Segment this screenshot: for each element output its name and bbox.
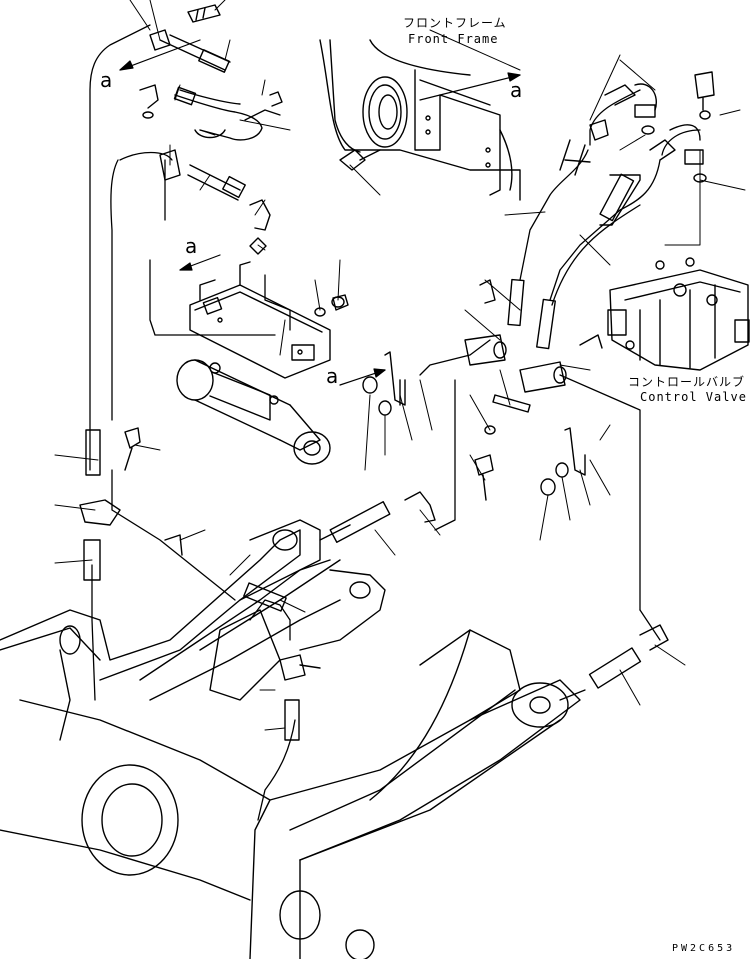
hose-lines (90, 25, 700, 820)
control-valve-label-en: Control Valve (640, 390, 747, 404)
leader-lines (55, 0, 745, 730)
control-valve-label-jp: コントロールバルブ (628, 375, 746, 389)
bracket-plate (190, 262, 330, 378)
section-arrows (120, 40, 520, 385)
front-frame-label-en: Front Frame (408, 32, 499, 46)
front-frame-label-jp: フロントフレーム (403, 16, 507, 30)
hydraulic-cylinder (177, 360, 330, 464)
link-arm (290, 630, 568, 860)
fittings (80, 5, 714, 740)
main-frame (0, 530, 580, 959)
drawing-code: PW2C653 (672, 943, 736, 954)
view-ref-a: a (510, 78, 523, 102)
view-ref-a: a (185, 234, 198, 258)
control-valve (608, 258, 749, 370)
view-ref-a: a (326, 364, 339, 388)
front-frame (320, 40, 520, 200)
view-ref-a: a (100, 68, 113, 92)
